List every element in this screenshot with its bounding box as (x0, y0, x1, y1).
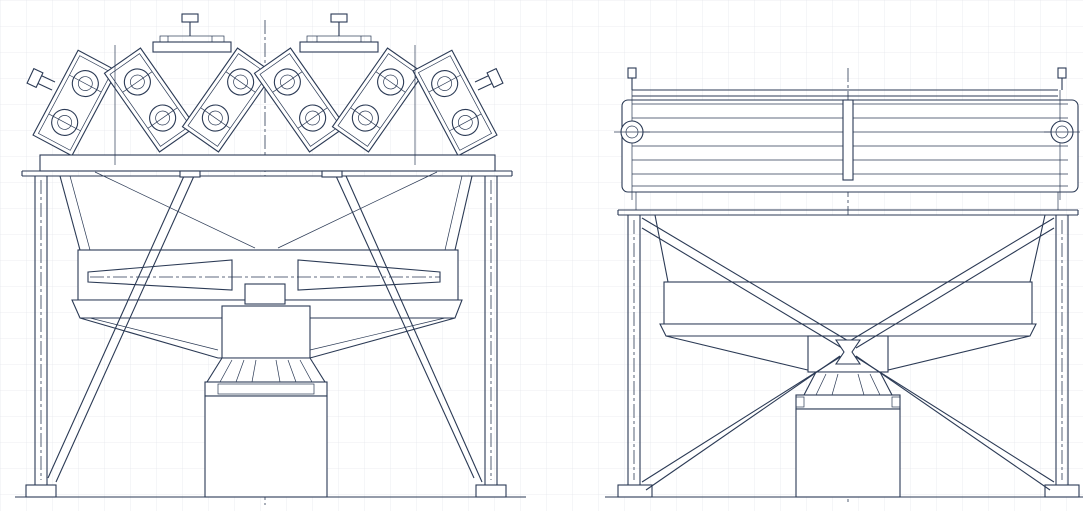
discharge-cone (204, 357, 328, 397)
feed-manifold-right (299, 13, 379, 53)
discharge-box (221, 305, 311, 359)
front-elevation-view (15, 13, 526, 505)
cyclone-bank-side (621, 89, 1079, 200)
side-leg-right (1044, 215, 1080, 498)
pipe-end-left (614, 67, 650, 144)
diagonal-brace-left (47, 175, 195, 483)
feed-manifold-left (152, 13, 232, 53)
inlet-left (26, 67, 56, 91)
inlet-right (474, 67, 504, 91)
inner-tube (87, 259, 441, 305)
support-leg-right (475, 176, 507, 498)
support-leg-left (25, 176, 57, 498)
diagonal-brace-right (335, 175, 483, 483)
pedestal-base (204, 395, 328, 498)
side-leg-left (617, 215, 653, 498)
pipe-end-right (1044, 67, 1080, 144)
side-cross-brace (641, 217, 1055, 491)
side-elevation-view (605, 67, 1083, 505)
top-platform (39, 154, 496, 172)
